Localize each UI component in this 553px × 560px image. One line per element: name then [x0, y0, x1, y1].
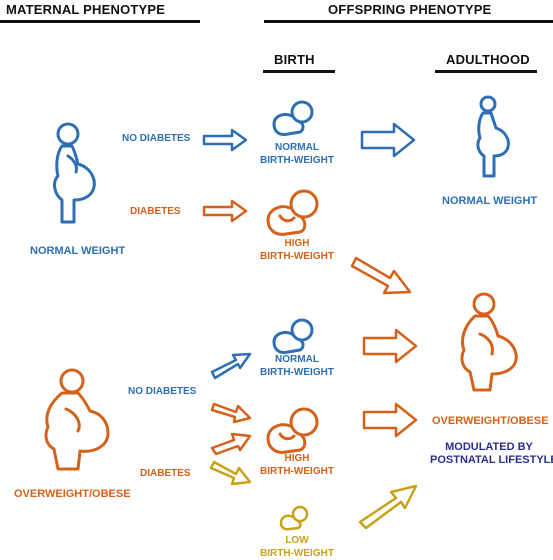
label-no-diabetes-bottom: NO DIABETES — [128, 386, 197, 397]
arrow-no-diabetes-bottom — [210, 352, 252, 380]
label-normal-bw-top-line2: BIRTH-WEIGHT — [260, 155, 334, 166]
baby-normal-top-icon — [272, 100, 314, 136]
label-low-bw-line1: LOW — [285, 535, 309, 546]
baby-high-bottom-icon — [266, 407, 319, 454]
label-high-bw-top-line2: BIRTH-WEIGHT — [260, 251, 334, 262]
arrow-to-low-bw — [209, 460, 252, 486]
label-diabetes-bottom: DIABETES — [140, 468, 191, 479]
label-modulated-line1: MODULATED BY — [445, 441, 533, 453]
label-normal-weight-mother: NORMAL WEIGHT — [30, 245, 126, 257]
label-adult-normal-weight: NORMAL WEIGHT — [442, 195, 538, 207]
label-modulated: MODULATED BY POSTNATAL LIFESTYLE — [430, 441, 553, 467]
label-normal-bw-bottom: NORMAL BIRTH-WEIGHT — [258, 353, 336, 379]
birth-header: BIRTH — [274, 52, 315, 67]
overweight-mother-icon — [44, 368, 110, 471]
offspring-header-rule — [264, 20, 553, 23]
arrow-normal-bw-bottom-to-adult — [362, 328, 418, 364]
arrow-diabetes-top — [202, 199, 248, 223]
label-high-bw-bottom: HIGH BIRTH-WEIGHT — [258, 452, 336, 478]
baby-normal-bottom-icon — [272, 318, 314, 354]
label-normal-bw-bottom-line1: NORMAL — [275, 354, 319, 365]
arrow-low-bw-to-adult — [358, 484, 418, 530]
adult-overweight-icon — [460, 292, 518, 392]
label-high-bw-bottom-line2: BIRTH-WEIGHT — [260, 466, 334, 477]
label-normal-bw-top-line1: NORMAL — [275, 142, 319, 153]
arrow-diabetes-bottom-upper — [210, 402, 252, 424]
label-overweight-mother: OVERWEIGHT/OBESE — [14, 488, 131, 500]
arrow-birth-to-adult-normal — [360, 122, 416, 158]
adult-normal-weight-icon — [476, 95, 510, 178]
adulthood-header-rule — [435, 70, 537, 73]
label-low-bw-line2: BIRTH-WEIGHT — [260, 548, 334, 559]
label-no-diabetes-top: NO DIABETES — [122, 133, 191, 144]
label-high-bw-top: HIGH BIRTH-WEIGHT — [258, 237, 336, 263]
baby-low-icon — [279, 505, 309, 531]
offspring-phenotype-header: OFFSPRING PHENOTYPE — [328, 2, 492, 17]
label-low-bw: LOW BIRTH-WEIGHT — [258, 534, 336, 560]
label-diabetes-top: DIABETES — [130, 206, 181, 217]
label-normal-bw-top: NORMAL BIRTH-WEIGHT — [258, 141, 336, 167]
maternal-phenotype-header: MATERNAL PHENOTYPE — [6, 2, 166, 17]
arrow-no-diabetes-top — [202, 128, 248, 152]
arrow-high-bw-to-adult-overweight — [350, 256, 412, 295]
label-high-bw-bottom-line1: HIGH — [284, 453, 310, 464]
label-adult-overweight: OVERWEIGHT/OBESE — [432, 415, 549, 427]
label-modulated-line2: POSTNATAL LIFESTYLE — [430, 454, 553, 466]
arrow-high-bw-bottom-to-adult — [362, 402, 418, 438]
normal-weight-mother-icon — [53, 122, 96, 224]
birth-header-rule — [263, 70, 335, 73]
label-high-bw-top-line1: HIGH — [284, 238, 310, 249]
baby-high-top-icon — [266, 189, 319, 236]
arrow-diabetes-bottom-lower — [210, 432, 252, 456]
label-normal-bw-bottom-line2: BIRTH-WEIGHT — [260, 367, 334, 378]
maternal-header-rule — [0, 20, 200, 23]
adulthood-header: ADULTHOOD — [446, 52, 530, 67]
